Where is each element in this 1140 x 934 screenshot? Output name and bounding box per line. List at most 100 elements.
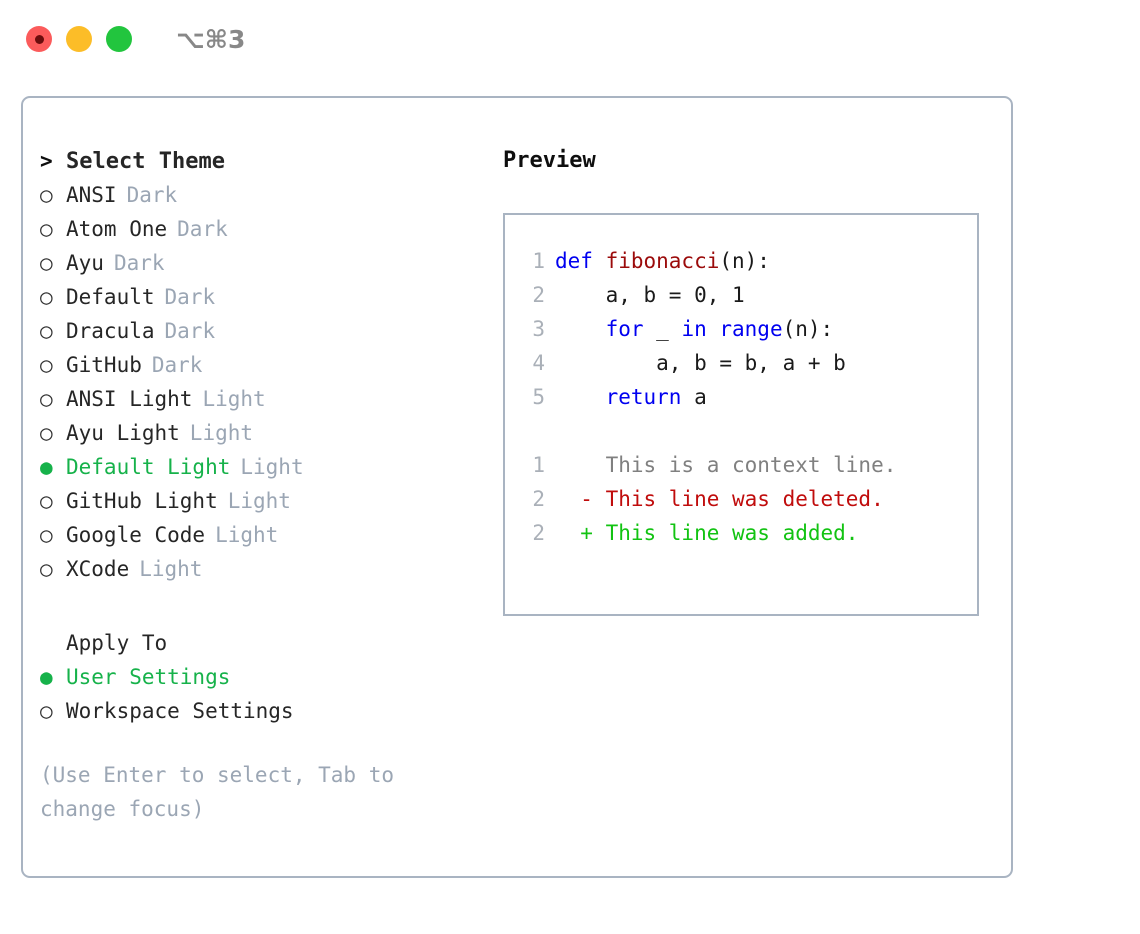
theme-option-label: Ayu [66,251,104,275]
theme-variant-tag: Dark [126,183,178,207]
theme-option-label: Default Light [66,455,231,479]
code-line-number: 5 [532,385,545,409]
code-line: 3 for _ in range(n): [517,317,977,351]
code-token: return [605,385,682,409]
theme-variant-tag: Light [240,455,304,479]
keyboard-hint-text: (Use Enter to select, Tab to change focu… [40,763,395,821]
code-diff-spacer [517,419,977,453]
code-line-number: 2 [532,283,545,307]
theme-option-label: Google Code [66,523,206,547]
traffic-light-group [26,26,132,52]
code-line-text: a, b = b, a + b [555,351,846,375]
code-line: 5 return a [517,385,977,419]
radio-unselected-icon: ○ [40,251,53,275]
theme-option-label: Atom One [66,217,168,241]
code-line: 2 a, b = 0, 1 [517,283,977,317]
code-token: a, b = 0, 1 [555,283,745,307]
diff-line-add: 2 + This line was added. [517,521,977,555]
code-token: in range [681,317,783,341]
minimize-button-icon[interactable] [66,26,92,52]
theme-option-label: Default [66,285,155,309]
apply-to-option-label: Workspace Settings [66,699,294,723]
apply-to-marker-spacer [40,626,66,660]
diff-line-number: 2 [532,521,545,545]
code-line-number: 1 [532,249,545,273]
apply-to-list: ●User Settings ○ Workspace Settings [40,660,490,728]
theme-option-label: ANSI Light [66,387,193,411]
theme-variant-tag: Light [189,421,254,445]
radio-unselected-icon: ○ [40,699,53,723]
diff-line-text: - This line was deleted. [555,487,884,511]
theme-option-default-light[interactable]: ● Default Light Light [40,450,490,484]
code-token: a [681,385,707,409]
theme-option-label: XCode [66,557,130,581]
theme-variant-tag: Light [227,489,291,513]
preview-title: Preview [503,148,596,173]
theme-option-label: Dracula [66,319,155,343]
window-titlebar: ⌥⌘3 [0,0,1140,78]
diff-line-ctx: 1 This is a context line. [517,453,977,487]
diff-line-number: 1 [532,453,545,477]
theme-option-github[interactable]: ○ GitHub Dark [40,348,490,382]
radio-unselected-icon: ○ [40,285,53,309]
select-theme-header: > Select Theme [40,144,490,178]
code-line: 1 def fibonacci(n): [517,249,977,283]
theme-variant-tag: Dark [113,251,165,275]
theme-option-google-code[interactable]: ○ Google Code Light [40,518,490,552]
code-line: 4 a, b = b, a + b [517,351,977,385]
code-token: (n): [719,249,770,273]
code-token [555,385,606,409]
apply-to-title: Apply To [66,631,168,655]
radio-selected-icon: ● [40,455,53,479]
radio-unselected-icon: ○ [40,557,53,581]
close-button-icon[interactable] [26,26,52,52]
theme-option-label: GitHub Light [66,489,218,513]
prompt-caret-icon: > [40,149,53,173]
radio-unselected-icon: ○ [40,523,53,547]
theme-option-ayu[interactable]: ○ Ayu Dark [40,246,490,280]
theme-variant-tag: Dark [164,285,216,309]
radio-unselected-icon: ○ [40,217,53,241]
radio-unselected-icon: ○ [40,319,53,343]
theme-variant-tag: Light [215,523,279,547]
code-line-text: return a [555,385,707,409]
code-token: _ [643,317,682,341]
keyboard-shortcut-label: ⌥⌘3 [176,24,246,54]
theme-option-ansi[interactable]: ○ ANSI Dark [40,178,490,212]
theme-option-label: GitHub [66,353,142,377]
theme-option-github-light[interactable]: ○ GitHub Light Light [40,484,490,518]
apply-to-option-user-settings[interactable]: ●User Settings [40,660,490,694]
code-line-text: a, b = 0, 1 [555,283,745,307]
theme-variant-tag: Dark [151,353,203,377]
maximize-button-icon[interactable] [106,26,132,52]
diff-line-text: This is a context line. [555,453,897,477]
radio-unselected-icon: ○ [40,183,53,207]
theme-option-default[interactable]: ○ Default Dark [40,280,490,314]
theme-variant-tag: Light [202,387,266,411]
code-token: a, b = b, a + b [555,351,846,375]
select-theme-title: Select Theme [66,149,225,174]
radio-unselected-icon: ○ [40,421,53,445]
radio-unselected-icon: ○ [40,353,53,377]
code-line-text: def fibonacci(n): [555,249,770,273]
code-token: for [605,317,644,341]
radio-selected-icon: ● [40,665,53,689]
radio-unselected-icon: ○ [40,489,53,513]
diff-line-del: 2 - This line was deleted. [517,487,977,521]
record-indicator-icon [34,34,44,44]
code-line-number: 4 [532,351,545,375]
code-line-text: for _ in range(n): [555,317,834,341]
apply-to-option-workspace-settings[interactable]: ○ Workspace Settings [40,694,490,728]
theme-option-label: ANSI [66,183,117,207]
